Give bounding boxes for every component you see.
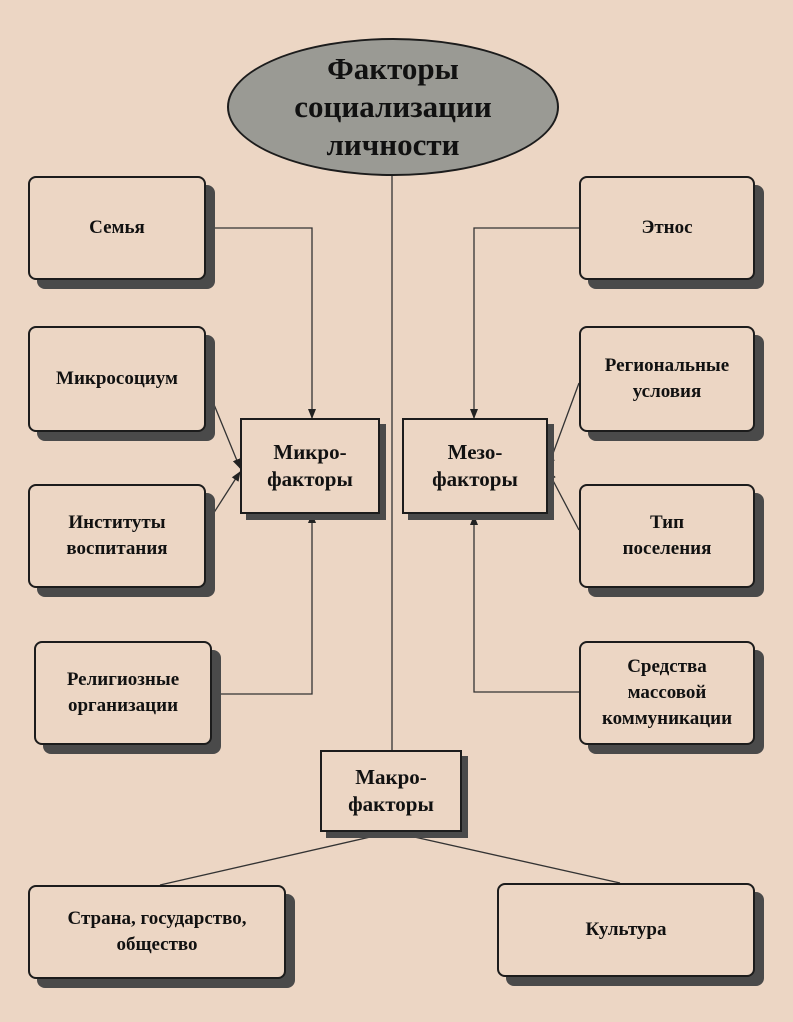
factor-microsociety-label: Микросоциум	[56, 368, 178, 389]
group-meso-factors-label: Мезо- факторы	[432, 440, 518, 491]
factor-family: Семья	[28, 176, 206, 280]
factor-religious-organizations: Религиозные организации	[34, 641, 212, 745]
factor-ethnos-label: Этнос	[641, 217, 693, 238]
connector-macro-country	[159, 831, 393, 886]
factor-mass-media: Средства массовой коммуникации	[579, 641, 755, 745]
group-micro-factors: Микро- факторы	[240, 418, 380, 514]
connector-ethnos-meso	[470, 227, 579, 419]
connector-regional-meso	[547, 382, 580, 468]
connector-macro-culture	[391, 831, 621, 884]
factor-religious-organizations-label: Религиозные организации	[66, 669, 180, 716]
factor-settlement-type: Тип поселения	[579, 484, 755, 588]
group-meso-factors: Мезо- факторы	[402, 418, 548, 514]
factor-regional-conditions: Региональные условия	[579, 326, 755, 432]
group-macro-factors-label: Макро- факторы	[348, 765, 434, 816]
factor-culture: Культура	[497, 883, 755, 977]
connector-settlement-meso	[547, 470, 580, 531]
connector-microsociety-micro	[205, 384, 241, 469]
connector-family-micro	[206, 227, 316, 419]
group-macro-factors: Макро- факторы	[320, 750, 462, 832]
factor-mass-media-label: Средства массовой коммуникации	[601, 656, 733, 729]
factor-country-state-society-label: Страна, государство, общество	[67, 908, 247, 955]
factor-upbringing-institutions: Институты воспитания	[28, 484, 206, 588]
connector-institutions-micro	[205, 471, 241, 526]
factor-family-label: Семья	[89, 217, 145, 238]
connector-religious-micro	[212, 513, 316, 695]
factor-culture-label: Культура	[585, 919, 667, 940]
factor-ethnos: Этнос	[579, 176, 755, 280]
group-micro-factors-label: Микро- факторы	[267, 440, 353, 491]
factor-country-state-society: Страна, государство, общество	[28, 885, 286, 979]
factor-settlement-type-label: Тип поселения	[622, 512, 712, 559]
factor-microsociety: Микросоциум	[28, 326, 206, 432]
diagram-title: Факторы социализации личности	[227, 38, 559, 176]
factor-upbringing-institutions-label: Институты воспитания	[66, 512, 168, 559]
factor-regional-conditions-label: Региональные условия	[604, 355, 730, 402]
connector-media-meso	[470, 515, 579, 693]
